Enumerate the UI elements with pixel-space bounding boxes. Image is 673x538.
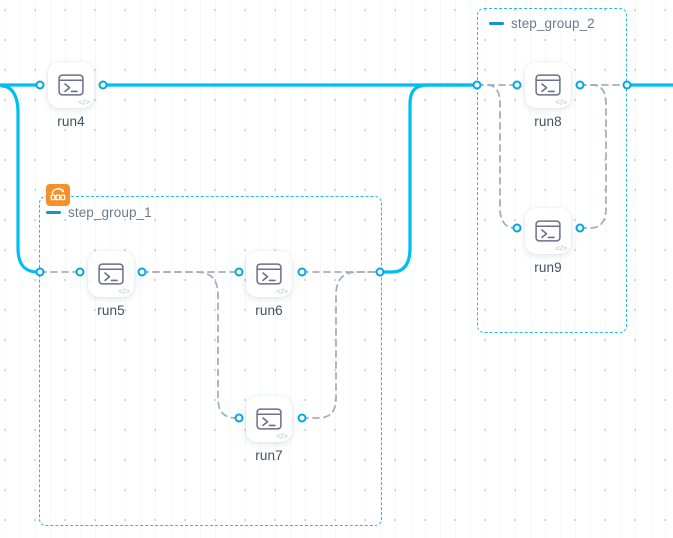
repeat-group-glyph [50,188,66,201]
port-run9-out[interactable] [575,223,585,233]
port-run8-in[interactable] [512,80,522,90]
edge-canvasleft-branch-group1in [0,84,42,274]
group-title-step_group_2: step_group_2 [511,16,595,31]
terminal-icon [256,408,282,430]
node-label-run5: run5 [97,303,125,318]
node-card[interactable]: </> [48,62,94,108]
node-run7[interactable]: </> run7 [246,396,292,463]
terminal-icon [535,74,561,96]
node-label-run8: run8 [534,114,562,129]
edge-group1out-mainline [378,83,472,274]
port-group1-in[interactable] [35,267,45,277]
port-run5-in[interactable] [75,267,85,277]
group-header-step_group_2[interactable]: step_group_2 [489,16,595,31]
node-run8[interactable]: </> run8 [525,62,571,129]
terminal-icon [98,263,124,285]
collapse-minus-icon[interactable] [489,22,504,25]
code-glyph: </> [118,287,130,296]
node-label-run4: run4 [57,114,85,129]
port-run6-in[interactable] [234,267,244,277]
port-run4-out[interactable] [98,80,108,90]
node-card[interactable]: </> [88,251,134,297]
group-frame-step_group_1[interactable] [39,196,382,526]
collapse-minus-icon[interactable] [46,211,61,214]
group-frame-step_group_2[interactable] [477,8,627,333]
node-label-run6: run6 [255,303,283,318]
port-run6-out[interactable] [297,267,307,277]
code-glyph: </> [555,244,567,253]
port-run7-out[interactable] [297,413,307,423]
node-card[interactable]: </> [525,62,571,108]
port-run4-in[interactable] [35,80,45,90]
terminal-icon [58,74,84,96]
node-label-run9: run9 [534,260,562,275]
port-group2-out[interactable] [622,80,632,90]
port-group2-in[interactable] [472,80,482,90]
port-run9-in[interactable] [512,223,522,233]
node-card[interactable]: </> [246,396,292,442]
code-glyph: </> [276,432,288,441]
code-glyph: </> [555,98,567,107]
repeat-group-icon[interactable] [46,184,70,206]
node-card[interactable]: </> [525,208,571,254]
port-run8-out[interactable] [575,80,585,90]
port-run5-out[interactable] [137,267,147,277]
node-run5[interactable]: </> run5 [88,251,134,318]
node-run9[interactable]: </> run9 [525,208,571,275]
terminal-icon [256,263,282,285]
node-card[interactable]: </> [246,251,292,297]
group-title-step_group_1: step_group_1 [68,205,152,220]
code-glyph: </> [276,287,288,296]
code-glyph: </> [78,98,90,107]
terminal-icon [535,220,561,242]
port-run7-in[interactable] [234,413,244,423]
node-label-run7: run7 [255,448,283,463]
group-header-step_group_1[interactable]: step_group_1 [46,205,152,220]
port-group1-out[interactable] [375,267,385,277]
node-run4[interactable]: </> run4 [48,62,94,129]
node-run6[interactable]: </> run6 [246,251,292,318]
